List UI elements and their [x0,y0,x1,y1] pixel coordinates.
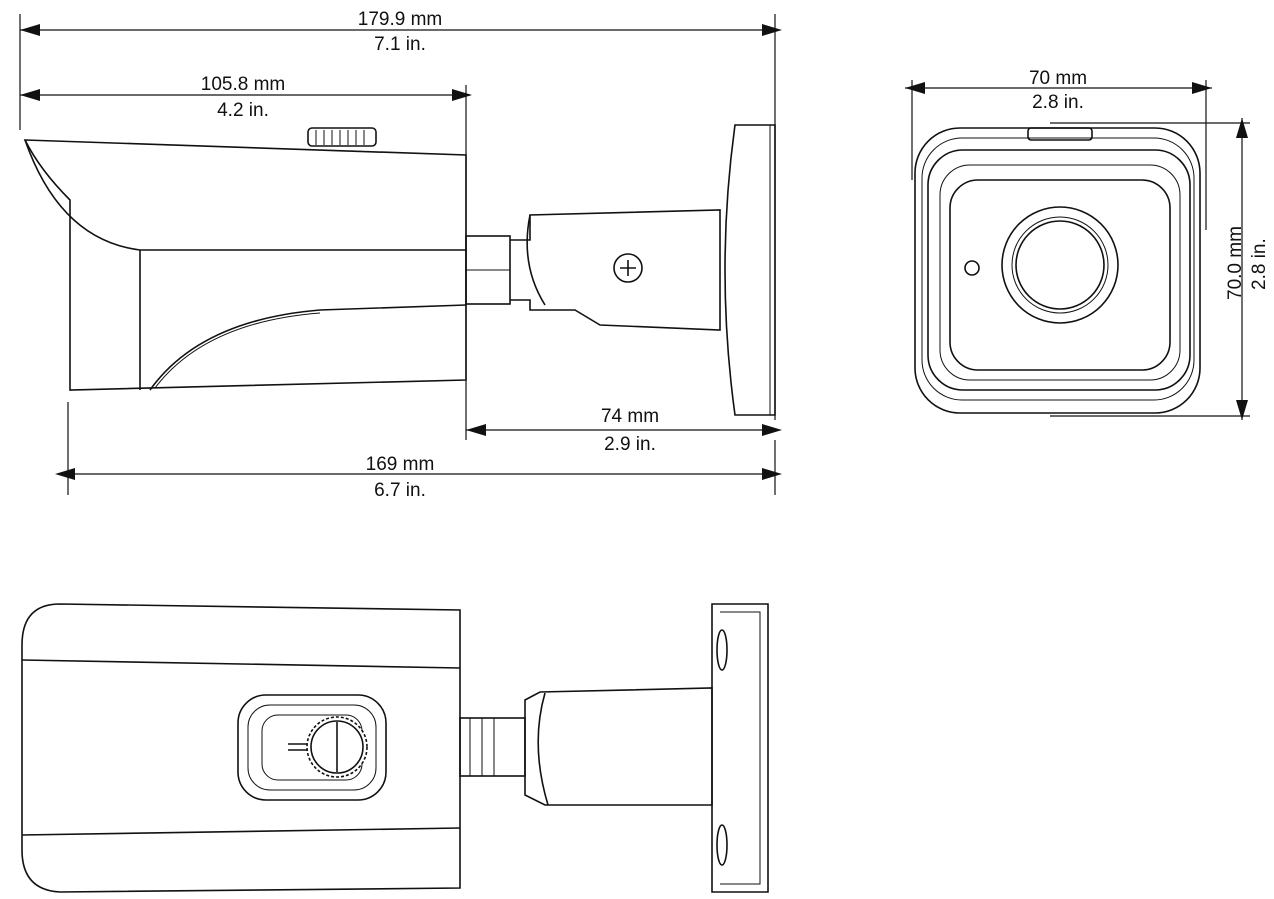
dim-overall-in: 7.1 in. [374,34,426,55]
dim-height-mm: 70.0 mm [1225,226,1246,300]
side-view: 179.9 mm 7.1 in. 105.8 mm 4.2 in. [19,9,782,501]
dim-width-mm: 70 mm [1029,68,1087,89]
bottom-view [21,603,769,893]
screw-icon [613,253,643,283]
sensor-icon [964,260,980,276]
sunshield-screw [307,127,377,147]
dim-base-mm: 169 mm [366,454,435,475]
lens [1001,206,1119,324]
dim-height-in: 2.8 in. [1249,238,1270,290]
dim-housing-mm: 105.8 mm [201,74,285,95]
dim-mount-in: 2.9 in. [604,434,656,455]
front-view: 70 mm 2.8 in. 70.0 mm 2.8 in. [905,68,1270,420]
dim-base-in: 6.7 in. [374,480,426,501]
dim-housing-in: 4.2 in. [217,100,269,121]
dim-width-in: 2.8 in. [1032,92,1084,113]
dim-overall-mm: 179.9 mm [358,9,442,30]
dim-mount-mm: 74 mm [601,406,659,427]
